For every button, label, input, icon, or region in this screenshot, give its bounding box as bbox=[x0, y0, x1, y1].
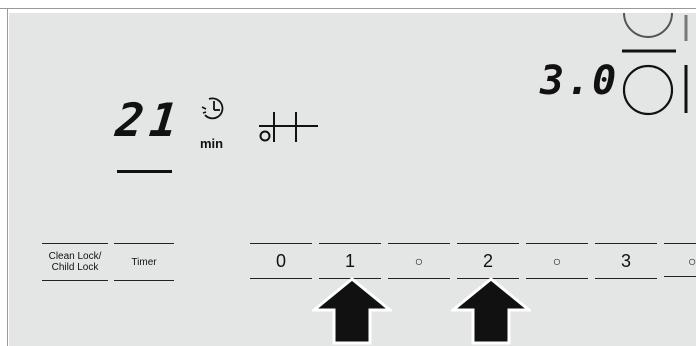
slider-label-dot-1: ○ bbox=[414, 253, 424, 269]
slider-label-dot-2: ○ bbox=[552, 253, 562, 269]
timer-display-underline bbox=[117, 170, 172, 173]
arrow-up-icon-level-1 bbox=[312, 277, 392, 345]
slider-label-0: 0 bbox=[275, 251, 286, 271]
clean-lock-label-line1: Clean Lock/ bbox=[48, 251, 102, 262]
cooking-zone-icon bbox=[622, 13, 688, 116]
arrow-up-icon-level-2 bbox=[451, 277, 531, 345]
slider-label-1: 1 bbox=[344, 251, 355, 271]
clean-lock-label-line2: Child Lock bbox=[51, 262, 99, 273]
child-lock-icon bbox=[259, 112, 318, 142]
slider-segment-dot-1[interactable]: ○ bbox=[388, 243, 450, 279]
clean-lock-child-lock-button[interactable]: Clean Lock/ Child Lock bbox=[42, 243, 108, 281]
timer-unit-label: min bbox=[200, 136, 224, 151]
slider-segment-dot-2[interactable]: ○ bbox=[526, 243, 588, 279]
slider-segment-1[interactable]: 1 bbox=[319, 243, 381, 279]
panel-top-edge bbox=[0, 8, 696, 9]
power-level-display: 3.0 bbox=[540, 58, 619, 104]
slider-segment-3[interactable]: 3 bbox=[595, 243, 657, 279]
slider-segment-2[interactable]: 2 bbox=[457, 243, 519, 279]
timer-display: 21 bbox=[113, 93, 187, 147]
slider-segment-dot-3[interactable]: ○ bbox=[664, 243, 696, 277]
slider-label-dot-3: ○ bbox=[688, 253, 696, 269]
timer-clock-icon bbox=[201, 97, 224, 120]
slider-label-3: 3 bbox=[620, 251, 631, 271]
timer-button[interactable]: Timer bbox=[114, 243, 174, 281]
slider-label-2: 2 bbox=[482, 251, 493, 271]
slider-segment-0[interactable]: 0 bbox=[250, 243, 312, 279]
timer-button-label: Timer bbox=[131, 256, 157, 268]
panel-left-edge bbox=[7, 8, 8, 346]
